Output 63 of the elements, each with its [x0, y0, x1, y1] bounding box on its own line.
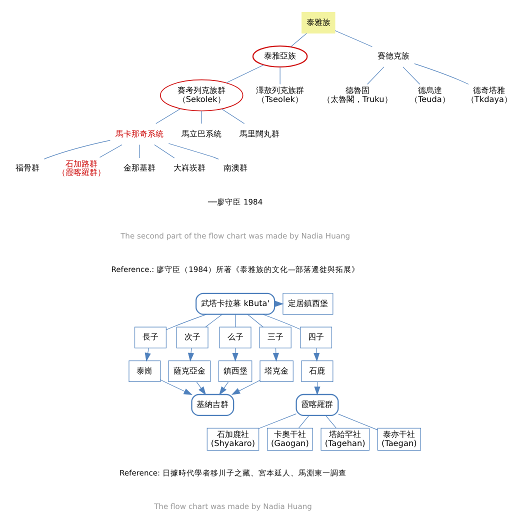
- connector: [290, 32, 307, 46]
- node-ellipse: 泰雅亞族: [252, 44, 308, 68]
- node-box: 長子: [134, 326, 166, 348]
- arrow: [272, 347, 279, 362]
- connector: [221, 108, 245, 124]
- node-text: 馬里闊丸群: [240, 128, 280, 138]
- connector: [44, 140, 110, 159]
- node-box: 四子: [300, 326, 332, 348]
- node-text: 德奇塔雅（Tkdaya）: [466, 84, 512, 104]
- node-text: 馬立巴系統: [182, 128, 222, 138]
- node-text: 大嵙崁群: [173, 162, 206, 172]
- connector: [338, 413, 378, 430]
- connector: [258, 413, 296, 428]
- node-text: 澤敖列克族群（Tseolek）: [256, 84, 304, 104]
- node-text: 福骨群: [15, 162, 40, 172]
- node-box: 三子: [259, 326, 292, 348]
- arrow: [160, 378, 193, 395]
- node-text: 馬卡那奇系統: [115, 128, 164, 138]
- arrow: [231, 380, 260, 394]
- connector: [139, 144, 140, 158]
- connector: [156, 108, 181, 124]
- connector: [367, 66, 384, 84]
- arrow: [219, 380, 229, 395]
- node-box: 薩克亞金: [168, 360, 211, 382]
- node-box: 霞喀羅群: [296, 393, 339, 416]
- connector: [99, 144, 122, 158]
- connector: [201, 110, 202, 124]
- node-box: 塔克金: [260, 360, 294, 382]
- node-text: 德魯固（太魯閣，Truku）: [322, 84, 392, 104]
- node-box: 卡奧干社 (Gaogan): [266, 427, 313, 450]
- node-box: 石加鹿社 (Shyakaro): [206, 427, 260, 450]
- connector: [154, 144, 175, 158]
- node-ellipse: 賽考列克族群（Sekolek）: [160, 78, 244, 111]
- arrow: [314, 347, 320, 362]
- node-box: 泰雅族: [302, 12, 336, 34]
- connector: [168, 142, 219, 159]
- connector: [298, 414, 310, 428]
- connector: [334, 30, 372, 46]
- connector: [235, 314, 236, 327]
- node-box: 泰崗: [128, 360, 161, 382]
- node-text: 德烏達（Teuda）: [410, 84, 450, 104]
- node-box: 基納吉群: [191, 393, 234, 416]
- connector: [414, 62, 469, 84]
- connector: [205, 314, 222, 327]
- node-box: 塔給罕社 (Tagehan): [320, 427, 370, 450]
- connector: [226, 64, 264, 83]
- connector: [402, 66, 420, 84]
- node-box: 定居鎮西堡: [282, 292, 334, 314]
- node-text: 金那基群: [123, 162, 156, 172]
- node-box: 石鹿: [301, 360, 334, 382]
- node-text: 石加路群（霞喀羅群）: [57, 158, 106, 176]
- arrow: [188, 347, 194, 362]
- connector: [166, 314, 207, 330]
- connector: [325, 414, 336, 428]
- arrow: [196, 380, 206, 395]
- arrow: [144, 347, 151, 362]
- node-box: 次子: [176, 326, 208, 348]
- node-text: 南澳群: [223, 162, 248, 172]
- node-box: 泰亦干社 (Taegan): [377, 427, 421, 450]
- node-text: 賽德克族: [377, 50, 410, 60]
- node-box: 鎮西堡: [218, 360, 252, 382]
- node-box: 么子: [219, 326, 252, 348]
- connector: [247, 314, 264, 327]
